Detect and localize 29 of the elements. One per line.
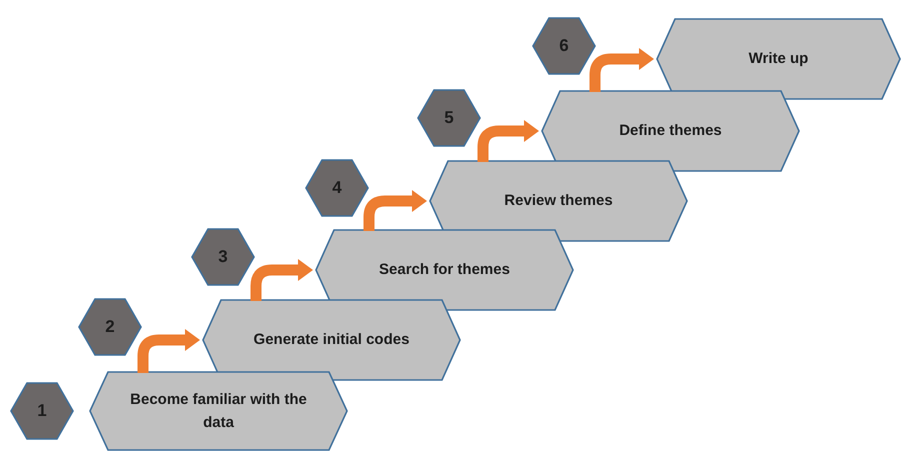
step-label: Become familiar with the data <box>130 390 307 433</box>
step-hexagon <box>430 161 687 241</box>
curved-arrow <box>364 190 427 231</box>
step-number: 2 <box>105 317 115 337</box>
step-label: Generate initial codes <box>254 330 410 350</box>
step-number: 4 <box>332 178 342 198</box>
step-hexagon <box>203 300 460 380</box>
step-label: Write up <box>748 49 808 70</box>
step-hexagon <box>657 19 900 99</box>
step-label: Review themes <box>504 191 613 212</box>
step-number: 6 <box>559 36 569 56</box>
step-number: 3 <box>218 247 228 267</box>
curved-arrow <box>138 329 200 373</box>
number-hexagon <box>306 160 368 216</box>
step-number: 1 <box>37 401 47 421</box>
number-hexagon <box>192 229 254 285</box>
number-hexagon <box>11 383 73 439</box>
curved-arrow <box>590 48 654 92</box>
number-hexagon <box>418 90 480 146</box>
step-number: 5 <box>444 108 454 128</box>
curved-arrow <box>250 259 313 301</box>
step-label: Define themes <box>619 121 722 142</box>
step-hexagon <box>90 372 347 450</box>
curved-arrow <box>478 120 539 162</box>
number-hexagon <box>533 18 595 74</box>
number-hexagon <box>79 299 141 355</box>
step-label: Search for themes <box>379 260 510 280</box>
step-hexagon <box>316 230 573 310</box>
step-hexagon <box>542 91 799 171</box>
